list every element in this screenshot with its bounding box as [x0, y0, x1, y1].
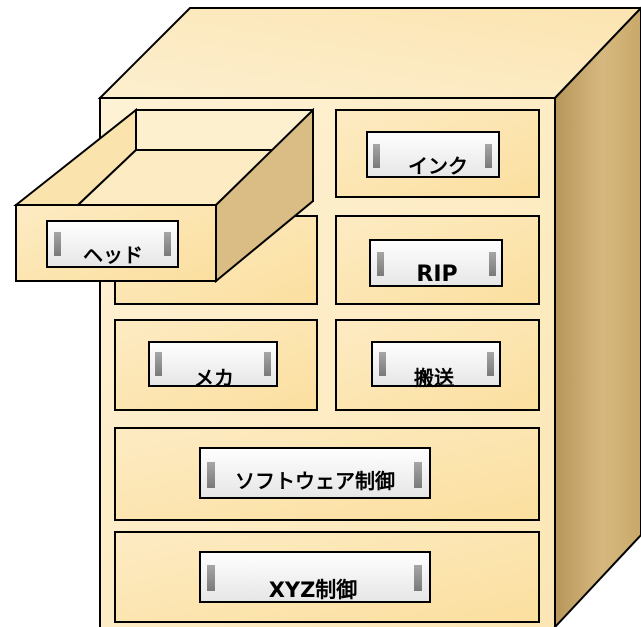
label-tab-icon — [485, 144, 492, 168]
xyz-label-plate: XYZ制御 — [199, 551, 431, 603]
label-tab-icon — [414, 565, 422, 591]
label-tab-icon — [207, 462, 215, 488]
label-tab-icon — [373, 144, 380, 168]
ink-label-plate: インク — [366, 131, 500, 178]
transport-label: 搬送 — [414, 366, 455, 390]
ink-label: インク — [408, 154, 468, 178]
transport-label-plate: 搬送 — [371, 341, 501, 390]
head-label: ヘッド — [83, 243, 143, 267]
label-tab-icon — [164, 232, 171, 256]
label-tab-icon — [489, 252, 496, 276]
label-tab-icon — [377, 252, 384, 276]
mecha-label-plate: メカ — [148, 341, 278, 390]
drawer-head-open[interactable]: ヘッド — [13, 107, 314, 284]
label-tab-icon — [414, 462, 422, 488]
rip-label-plate: RIP — [369, 239, 503, 287]
xyz-label: XYZ制御 — [269, 578, 358, 602]
software-label-plate: ソフトウェア制御 — [199, 447, 431, 499]
cabinet-side — [554, 6, 641, 627]
rip-label: RIP — [416, 262, 457, 287]
label-tab-icon — [379, 352, 386, 376]
cabinet-top — [97, 7, 641, 99]
head-label-plate: ヘッド — [46, 220, 179, 268]
label-tab-icon — [54, 232, 61, 256]
label-tab-icon — [207, 565, 215, 591]
software-label: ソフトウェア制御 — [235, 469, 395, 493]
mecha-label: メカ — [194, 366, 234, 390]
label-tab-icon — [155, 352, 162, 376]
label-tab-icon — [487, 352, 494, 376]
label-tab-icon — [264, 352, 271, 376]
